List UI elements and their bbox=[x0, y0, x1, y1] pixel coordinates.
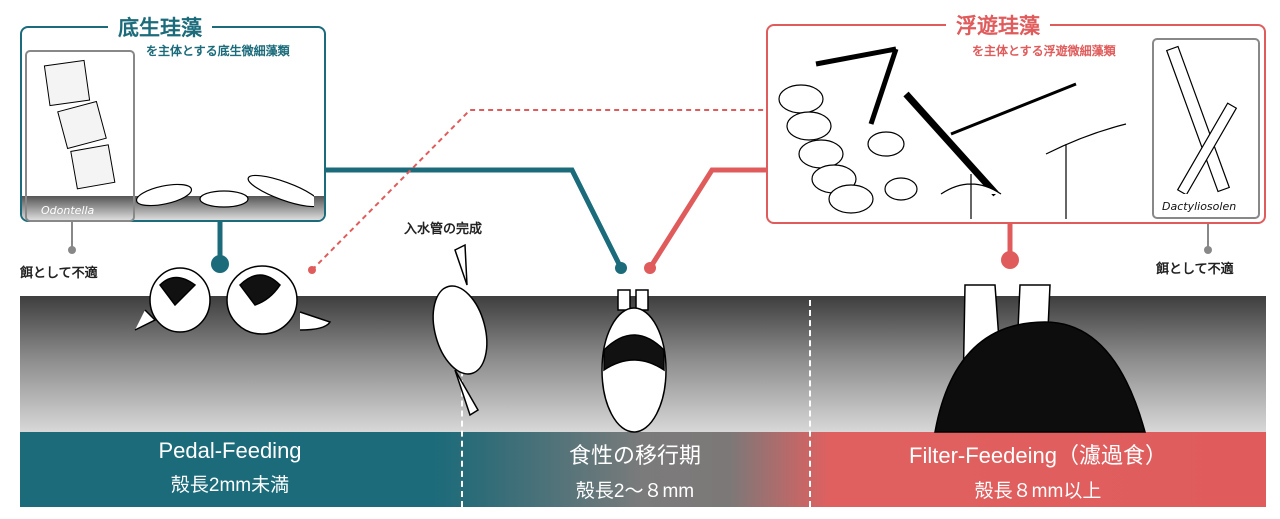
dactyliosolen-illustration bbox=[1165, 45, 1238, 194]
gray-dot bbox=[68, 246, 76, 254]
red-dot bbox=[308, 266, 316, 274]
benthic-unsuitable-note: 餌として不適 bbox=[20, 266, 98, 281]
stage-divider bbox=[809, 300, 811, 507]
red-connector bbox=[647, 167, 766, 270]
dactyliosolen-box: Dactyliosolen bbox=[1152, 38, 1260, 219]
planktonic-title: 浮遊珪藻 bbox=[946, 10, 1050, 40]
stage-size: 殻長2mm未満 bbox=[170, 475, 290, 496]
benthic-diatom-illustration bbox=[134, 163, 321, 213]
stage-transition: 食性の移行期 殻長2～８mm bbox=[462, 438, 808, 503]
odontella-label: Odontella bbox=[41, 204, 95, 217]
stage-size: 殻長2～８mm bbox=[575, 481, 695, 502]
benthic-subtitle: を主体とする底生微細藻類 bbox=[146, 44, 290, 58]
stage-bar bbox=[20, 432, 1266, 507]
teal-dot bbox=[211, 255, 229, 273]
stage-size: 殻長８mm以上 bbox=[974, 481, 1102, 502]
stage-name: Filter-Feedeing（濾過食） bbox=[909, 443, 1167, 468]
dactyliosolen-label: Dactyliosolen bbox=[1162, 200, 1237, 213]
gray-dot bbox=[1204, 246, 1212, 254]
stage-name: Pedal-Feeding bbox=[158, 438, 302, 463]
benthic-title: 底生珪藻 bbox=[108, 12, 212, 42]
planktonic-unsuitable-note: 餌として不適 bbox=[1156, 262, 1234, 277]
stage-divider bbox=[461, 300, 463, 507]
red-dashed-connector bbox=[311, 109, 766, 271]
stage-name: 食性の移行期 bbox=[568, 443, 701, 468]
stage-pedal: Pedal-Feeding 殻長2mm未満 bbox=[20, 438, 440, 497]
juvenile-clam-illustrations bbox=[134, 243, 1146, 433]
odontella-illustration bbox=[43, 59, 116, 190]
red-dot bbox=[644, 262, 656, 274]
red-dot bbox=[1001, 251, 1019, 269]
planktonic-subtitle: を主体とする浮遊微細藻類 bbox=[972, 44, 1116, 58]
odontella-box: Odontella bbox=[25, 50, 135, 222]
stage-filter: Filter-Feedeing（濾過食） 殻長８mm以上 bbox=[810, 438, 1266, 503]
planktonic-diatom-illustration bbox=[778, 46, 1127, 219]
siphon-label: 入水管の完成 bbox=[404, 222, 483, 237]
teal-dot bbox=[615, 262, 627, 274]
teal-connector bbox=[326, 167, 624, 270]
